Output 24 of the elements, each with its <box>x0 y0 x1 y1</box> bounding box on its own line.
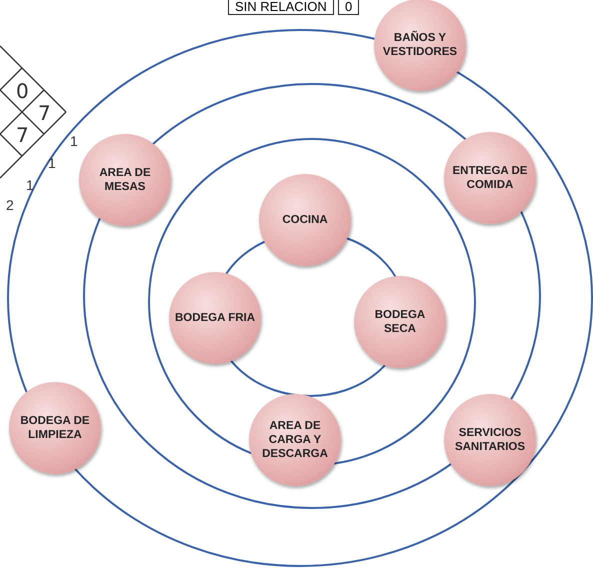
room-circle <box>259 174 351 266</box>
matrix-total: 1 <box>26 178 34 192</box>
room-circle <box>444 394 536 486</box>
room-name: BODEGA SECA <box>374 308 426 336</box>
room-circle <box>374 0 466 91</box>
matrix-value: 7 <box>16 122 29 148</box>
room-name: BAÑOS Y VESTIDORES <box>382 31 458 59</box>
room-name: BODEGA FRIA <box>174 311 256 325</box>
matrix-total: 2 <box>6 198 14 212</box>
room-name: COCINA <box>281 213 329 227</box>
room-name: SERVICIOS SANITARIOS <box>454 426 526 454</box>
matrix-total: 1 <box>70 134 78 148</box>
room-name: ENTREGA DE COMIDA <box>452 164 528 192</box>
matrix-value: 7 <box>38 100 51 126</box>
relation-value: 0 <box>338 0 360 15</box>
relation-label: SIN RELACION <box>228 0 334 15</box>
matrix-total: 1 <box>48 156 56 170</box>
room-circle <box>444 132 536 224</box>
room-name: AREA DE MESAS <box>98 166 152 194</box>
room-name: BODEGA DE LIMPIEZA <box>19 414 91 442</box>
matrix-value: 0 <box>16 78 29 104</box>
room-circle <box>249 394 341 486</box>
room-circle <box>79 134 171 226</box>
room-name: AREA DE CARGA Y DESCARGA <box>261 419 329 461</box>
